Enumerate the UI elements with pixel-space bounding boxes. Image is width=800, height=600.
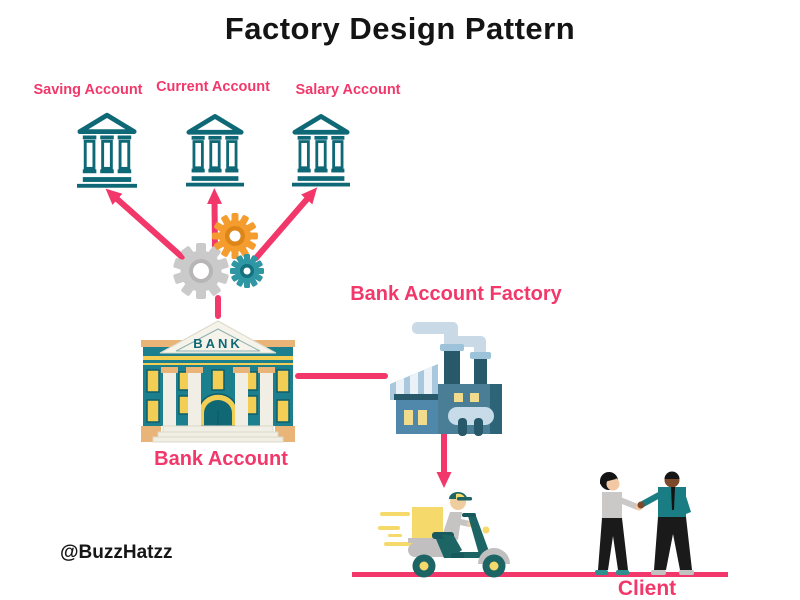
label-bank-account: Bank Account: [154, 448, 288, 470]
bank-icon-current: [186, 116, 244, 186]
watermark: @BuzzHatzz: [60, 542, 173, 563]
bank-icon-salary: [292, 116, 350, 186]
bank-sign-text: BANK: [193, 336, 243, 351]
handshake-illustration: [595, 471, 694, 575]
factory-illustration: [390, 322, 502, 436]
client-man: [637, 471, 694, 575]
client-woman: [595, 472, 643, 575]
arrow-to-salary-account: [253, 187, 318, 261]
arrow-to-saving-account: [105, 188, 185, 260]
label-bank-account-factory: Bank Account Factory: [350, 283, 562, 305]
gears-icon: [173, 213, 264, 299]
bank-icon-saving: [77, 115, 137, 188]
label-saving-account: Saving Account: [33, 82, 143, 98]
bank-building-illustration: BANK: [141, 320, 295, 443]
arrow-to-current-account: [207, 188, 223, 251]
label-salary-account: Salary Account: [295, 82, 401, 98]
label-client: Client: [617, 577, 677, 600]
page-title: Factory Design Pattern: [224, 11, 576, 46]
connector-arrows: [105, 187, 728, 577]
label-current-account: Current Account: [156, 79, 270, 95]
delivery-scooter-illustration: [378, 492, 510, 578]
